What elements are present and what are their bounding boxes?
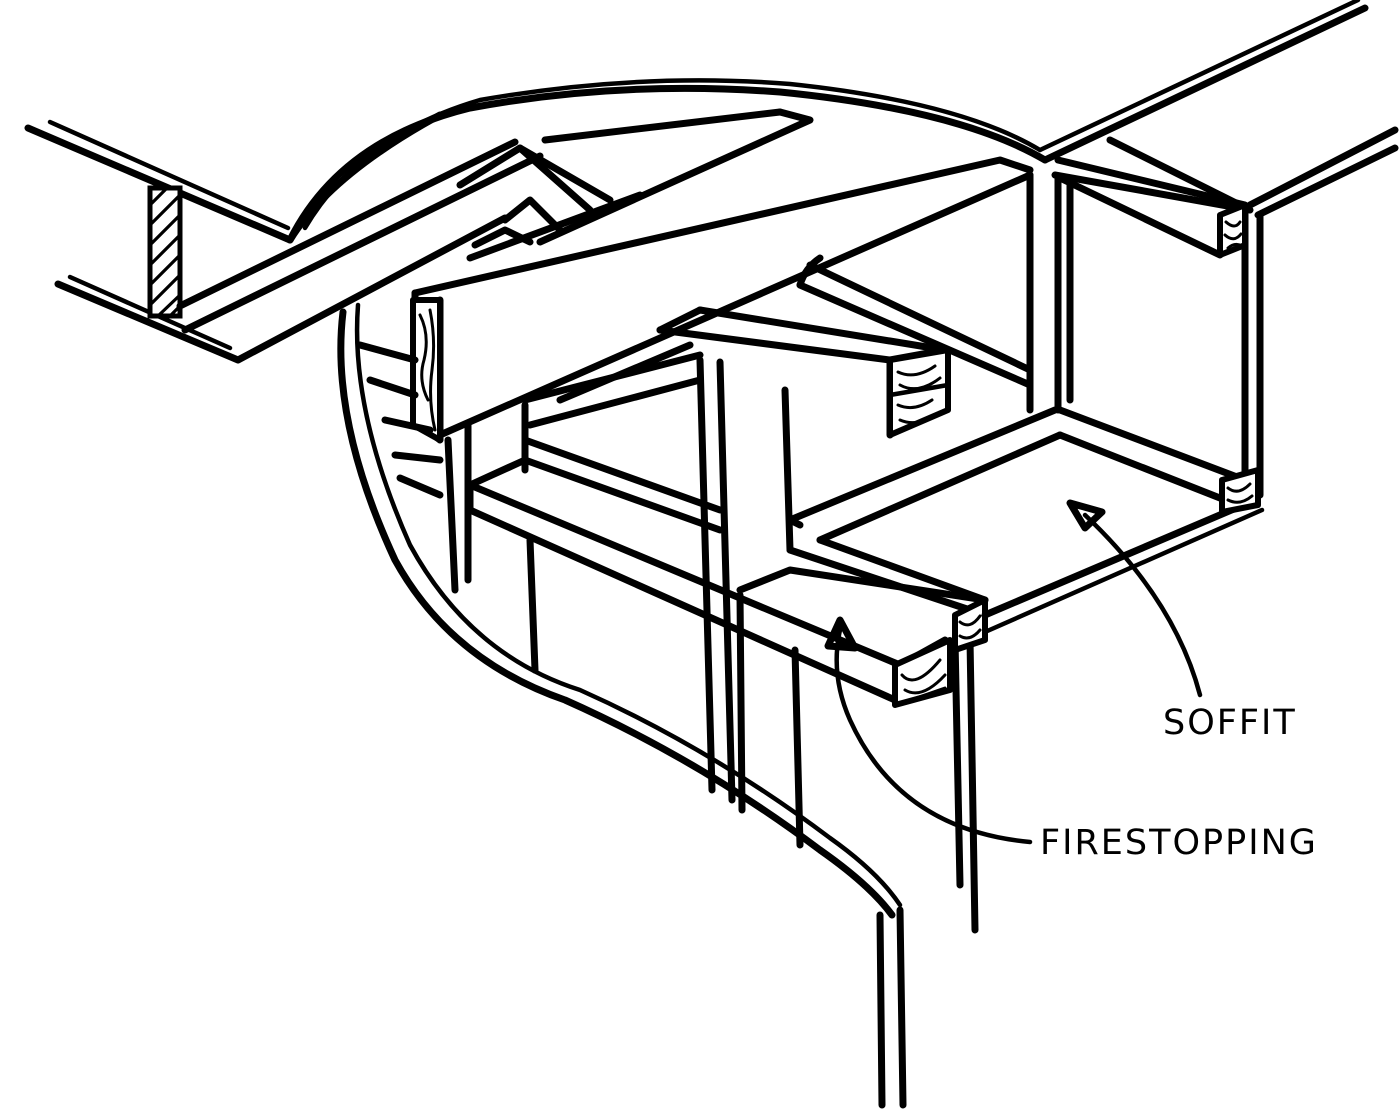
left-joist-section bbox=[147, 185, 183, 319]
firestopping-leader bbox=[824, 616, 1033, 845]
firestopping-end-block bbox=[952, 597, 988, 653]
firestopping-board bbox=[466, 456, 989, 708]
cutaway-outline bbox=[286, 78, 1049, 919]
upper-right-rail bbox=[1054, 136, 1249, 259]
soffit-panel bbox=[786, 406, 1265, 635]
soffit-leader bbox=[1066, 499, 1203, 698]
middle-joists bbox=[656, 254, 1034, 439]
cavity-bridging bbox=[521, 341, 724, 534]
right-ceiling-plane bbox=[1037, 0, 1399, 219]
left-cavity-lines bbox=[356, 341, 444, 499]
lower-wall bbox=[876, 636, 979, 1109]
soffit-label: SOFFIT bbox=[1163, 703, 1297, 743]
firestopping-label: FIRESTOPPING bbox=[1040, 823, 1318, 863]
upper-cross-boards bbox=[456, 108, 814, 262]
left-ledger-board bbox=[176, 138, 544, 334]
